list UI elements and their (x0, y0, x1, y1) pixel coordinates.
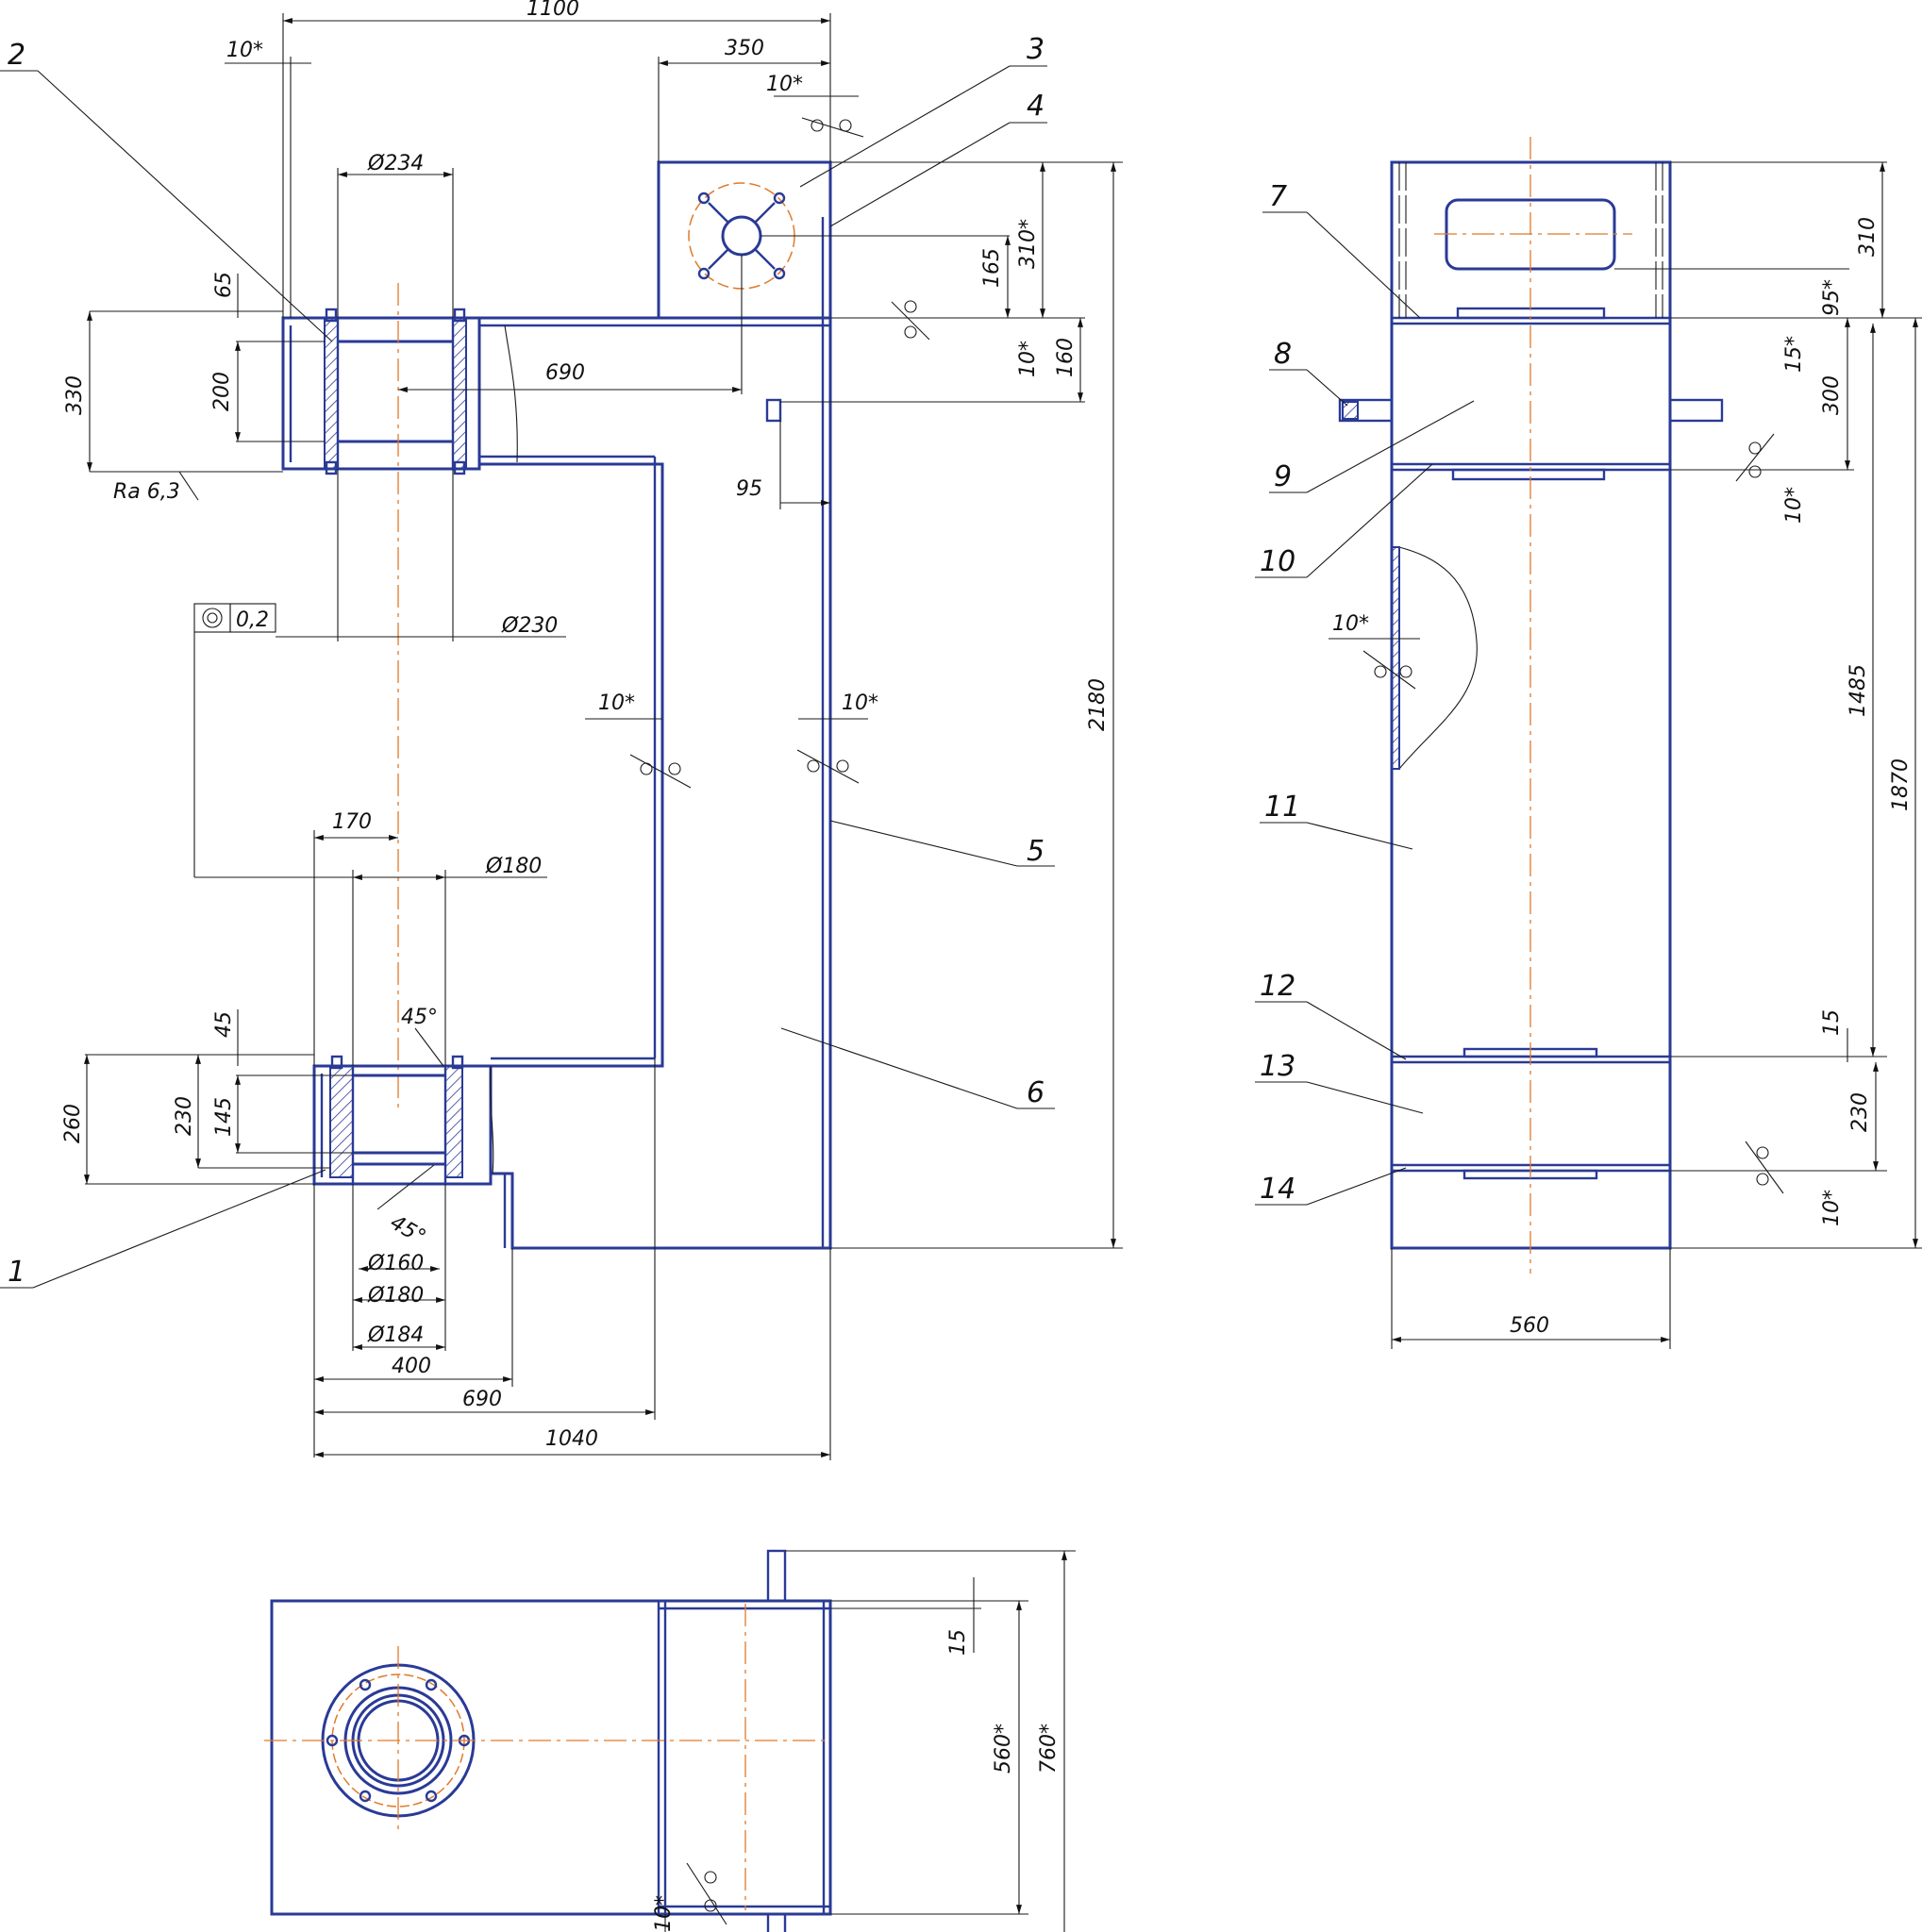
top-weld-symbol (686, 1862, 727, 1925)
dim-top-15: 15 (946, 1629, 970, 1656)
side-weld-symbols (1362, 433, 1784, 1194)
dim-95: 95 (736, 477, 762, 501)
bolt-hole-icon (773, 267, 786, 280)
callout-7: 7 (1269, 180, 1287, 213)
callout-6: 6 (1027, 1076, 1045, 1109)
dim-dia-184: Ø184 (367, 1324, 424, 1347)
dim-260: 260 (61, 1104, 85, 1143)
dim-dia-180-top: Ø180 (485, 855, 542, 878)
dim-dia-230: Ø230 (501, 614, 558, 638)
upper-nozzle (281, 308, 518, 475)
callout-11: 11 (1264, 791, 1300, 824)
angle-45-bottom: 45° (386, 1211, 429, 1250)
dim-330: 330 (63, 375, 87, 415)
dim-top-10: 10* (652, 1895, 676, 1932)
front-view: 1100 10* 350 10* Ø234 330 200 65 (61, 0, 1123, 1460)
dim-top-760: 760* (1037, 1724, 1061, 1774)
dim-side-1485: 1485 (1847, 664, 1870, 717)
side-view: 310 95* 15* 300 10* 10* 1485 1870 15 230… (1329, 137, 1922, 1349)
callout-8: 8 (1274, 338, 1292, 371)
bolt-hole-icon (326, 1734, 339, 1747)
dim-side-10-a: 10* (1782, 487, 1806, 524)
dim-10-top: 10* (766, 73, 803, 96)
dim-200: 200 (210, 372, 234, 411)
angle-45-top: 45° (401, 1006, 438, 1029)
dim-230-left: 230 (173, 1096, 196, 1136)
dim-160: 160 (1054, 338, 1078, 377)
callouts: 1 2 3 4 5 6 7 8 9 10 11 12 13 14 (0, 33, 1475, 1289)
dim-170: 170 (332, 810, 372, 834)
bolt-hole-icon (359, 1678, 372, 1691)
dim-side-1870: 1870 (1889, 758, 1913, 811)
dim-2180: 2180 (1086, 678, 1110, 731)
weld-symbols (629, 117, 930, 789)
dim-side-300: 300 (1820, 375, 1844, 415)
dim-45: 45 (212, 1011, 236, 1038)
callout-14: 14 (1260, 1173, 1295, 1206)
dim-690-top: 690 (545, 361, 585, 385)
callout-10: 10 (1260, 545, 1295, 578)
side-dimensions: 310 95* 15* 300 10* 10* 1485 1870 15 230… (1329, 161, 1922, 1349)
dim-top-560: 560* (992, 1724, 1015, 1774)
top-dimensions: 760* 560* 15 10* (652, 1550, 1076, 1932)
lower-nozzle (312, 1055, 494, 1186)
callout-1: 1 (8, 1256, 25, 1289)
callout-2: 2 (8, 39, 25, 72)
dim-400: 400 (392, 1355, 431, 1378)
callout-9: 9 (1274, 460, 1292, 493)
bolt-hole-icon (773, 192, 786, 205)
dim-dia-160: Ø160 (367, 1252, 424, 1275)
bolt-hole-icon (697, 267, 710, 280)
dim-1100: 1100 (526, 0, 579, 21)
dim-side-230: 230 (1848, 1092, 1872, 1132)
dim-10-wall-right: 10* (842, 691, 878, 715)
dim-side-560: 560 (1510, 1314, 1549, 1338)
bolt-hole-icon (359, 1790, 372, 1803)
dim-350: 350 (725, 37, 764, 60)
dim-10-mid: 10* (1016, 341, 1040, 377)
dim-310: 310* (1016, 219, 1040, 269)
callout-13: 13 (1260, 1050, 1295, 1083)
dim-145: 145 (212, 1097, 236, 1137)
dim-side-15-bottom: 15 (1820, 1009, 1844, 1036)
callout-5: 5 (1027, 835, 1045, 868)
dim-690-bottom: 690 (462, 1388, 502, 1411)
dim-dia-234: Ø234 (367, 152, 424, 175)
dim-65: 65 (212, 272, 236, 298)
tolerance-value: 0,2 (236, 608, 269, 632)
dim-side-15-top: 15* (1782, 336, 1806, 373)
dim-dia-180-bottom: Ø180 (367, 1284, 424, 1307)
lug (765, 398, 782, 423)
front-dimensions: 1100 10* 350 10* Ø234 330 200 65 (61, 0, 1123, 1460)
callout-3: 3 (1027, 33, 1045, 66)
bolt-hole-icon (425, 1678, 438, 1691)
dim-10-left: 10* (226, 39, 263, 62)
roughness-ra: Ra 6,3 (113, 480, 180, 504)
dim-side-310: 310 (1856, 217, 1880, 257)
bolt-hole-icon (697, 192, 710, 205)
dim-side-10-wall: 10* (1332, 612, 1369, 636)
bolt-hole-icon (425, 1790, 438, 1803)
dim-side-95: 95* (1820, 279, 1844, 316)
dim-1040: 1040 (545, 1427, 598, 1451)
dim-10-wall-left: 10* (598, 691, 635, 715)
top-view-outline (270, 1599, 832, 1916)
dim-side-10-b: 10* (1820, 1190, 1844, 1226)
callout-4: 4 (1027, 90, 1045, 123)
dim-165: 165 (980, 248, 1004, 288)
top-view: 760* 560* 15 10* (264, 1549, 1076, 1932)
top-flange-plate (657, 160, 832, 320)
callout-12: 12 (1260, 970, 1295, 1003)
